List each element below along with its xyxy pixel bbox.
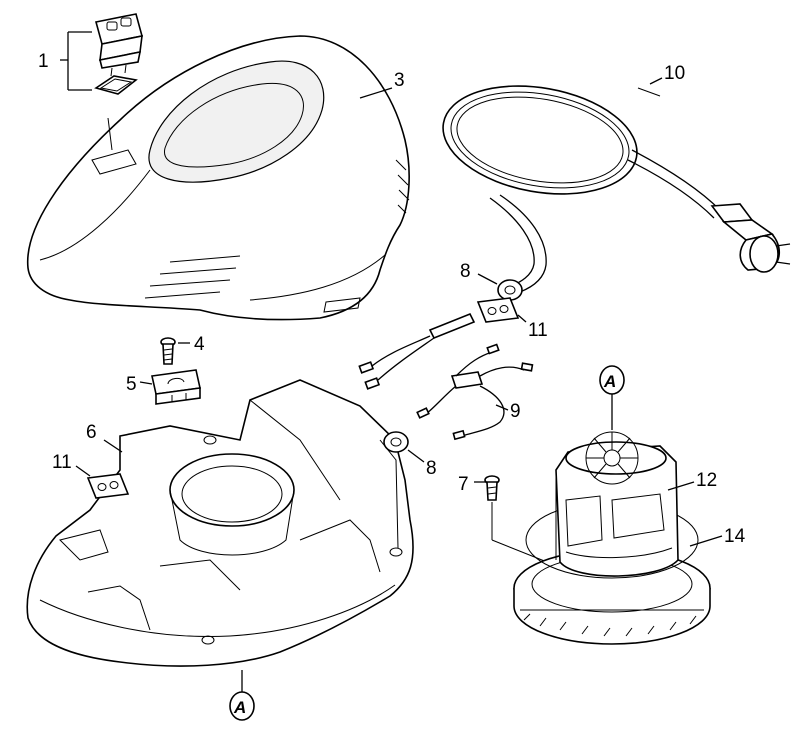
leader-10 (649, 77, 663, 85)
callout-10: 10 (664, 63, 685, 84)
switch-gasket (94, 75, 138, 95)
callout-11-lower: 11 (52, 452, 72, 473)
leader-5 (139, 381, 153, 385)
upper-housing (26, 35, 410, 321)
callout-9: 9 (510, 401, 521, 422)
callout-5: 5 (126, 374, 137, 395)
bracket-5 (151, 369, 201, 405)
leader-6 (103, 439, 123, 453)
marker-a-bottom-text: A (233, 698, 246, 717)
callout-6: 6 (86, 422, 97, 443)
lower-housing (26, 379, 414, 667)
callout-8-lower: 8 (426, 458, 437, 479)
leader-9 (495, 404, 509, 411)
leader-14 (689, 535, 723, 547)
cable-clamp-lower (86, 473, 130, 499)
power-plug (710, 203, 791, 273)
motor-assembly (513, 431, 711, 645)
leader-8-upper (477, 273, 498, 285)
leader-8-lower (407, 449, 425, 463)
cord-grommet-upper (497, 279, 523, 301)
power-cord (442, 85, 721, 293)
wiring-harness (358, 312, 534, 441)
reference-marker-a-bottom: A (229, 670, 255, 721)
cable-clamp-upper (476, 297, 520, 323)
rocker-switch (95, 13, 143, 77)
screw-7 (484, 475, 563, 569)
callout-3: 3 (394, 70, 405, 91)
callout-14: 14 (724, 526, 746, 547)
callout-7: 7 (458, 474, 469, 495)
leader-11-upper (517, 314, 527, 323)
reference-marker-a-top: A (599, 365, 625, 395)
callout-4: 4 (194, 334, 205, 355)
callout-12: 12 (696, 470, 717, 491)
leader-11-lower (75, 465, 91, 477)
leader-3 (359, 87, 393, 99)
leader-10-tick (637, 87, 661, 97)
callout-1: 1 (38, 51, 49, 72)
cord-grommet-lower (383, 431, 409, 453)
leader-12 (667, 481, 695, 491)
callout-11-upper: 11 (528, 320, 548, 341)
screw-4 (160, 337, 176, 365)
leader-1 (60, 31, 92, 91)
marker-a-top-text: A (603, 372, 616, 391)
callout-8-upper: 8 (460, 261, 471, 282)
